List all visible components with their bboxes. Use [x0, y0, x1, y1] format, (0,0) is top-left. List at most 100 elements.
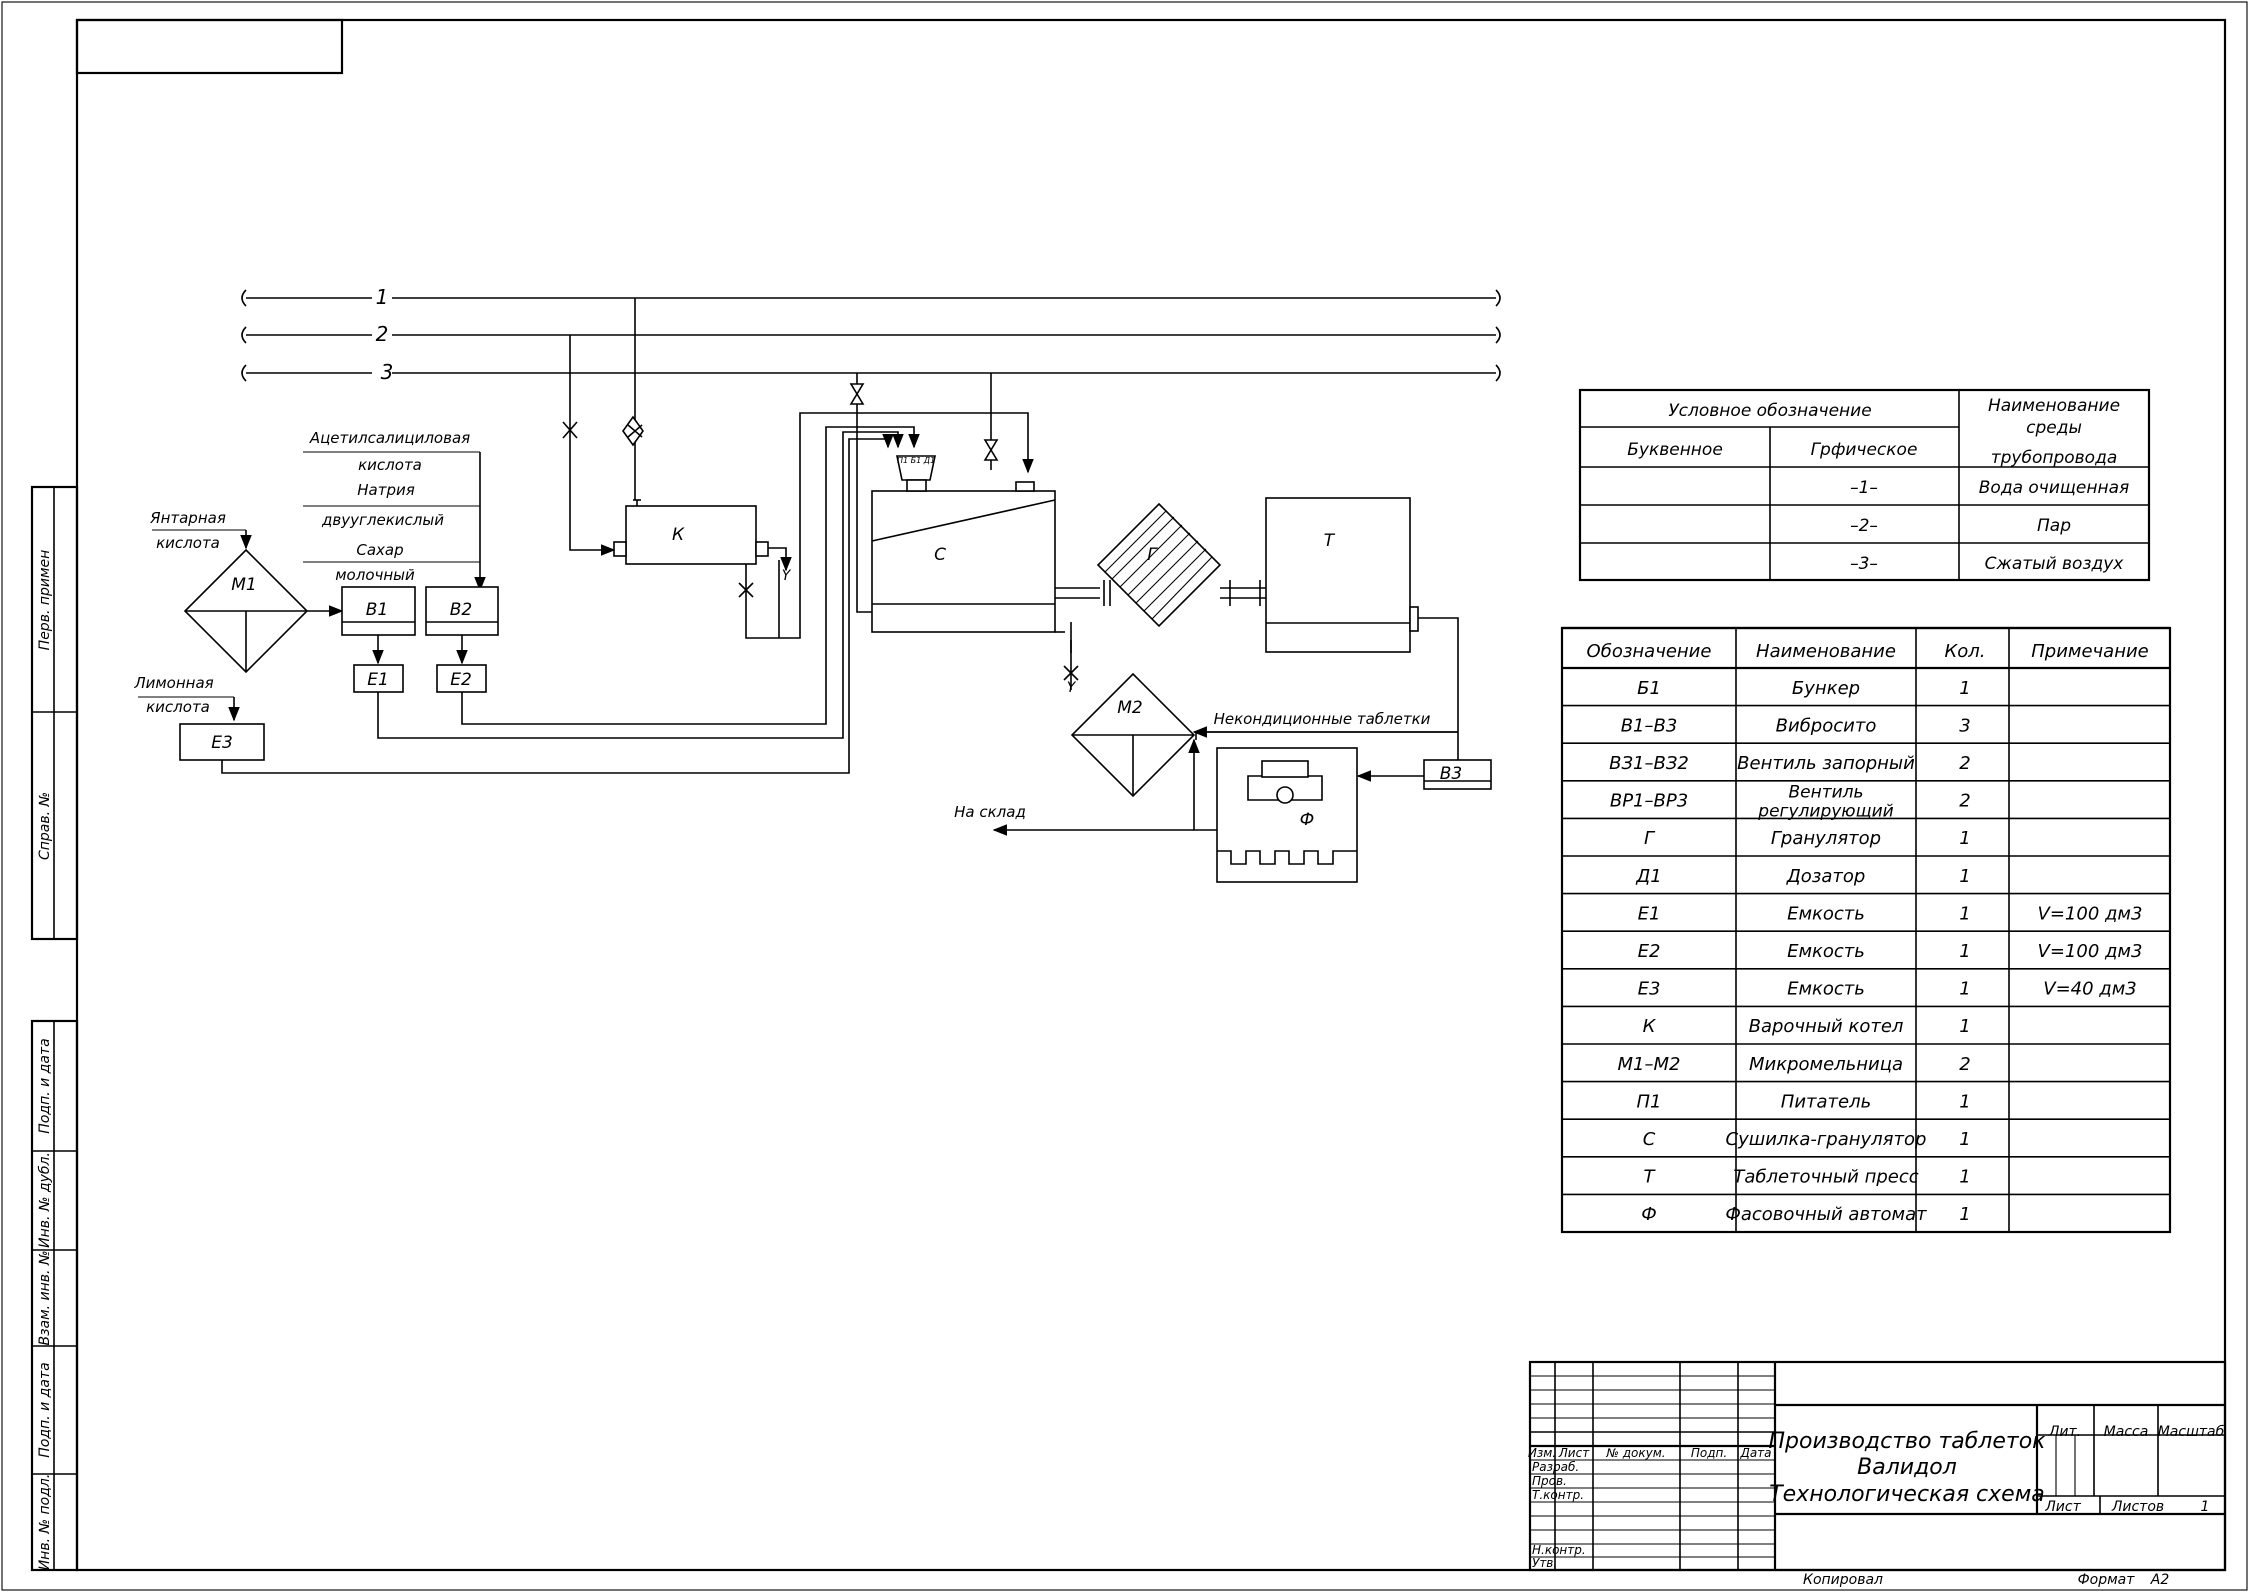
spec-row-code: Е3: [1638, 979, 1661, 1000]
spec-row-name: Вентиль запорный: [1737, 753, 1915, 774]
tb-col-podp: Подп.: [1691, 1446, 1727, 1460]
spec-row-code: К: [1643, 1016, 1657, 1037]
spec-table: Обозначение Наименование Кол. Примечание…: [1560, 626, 2172, 1234]
spec-row-code: Б1: [1637, 678, 1661, 699]
label-amber-acid-1: Янтарная: [149, 509, 226, 527]
label-sugar-1: Сахар: [356, 541, 403, 559]
tb-row-utv: Утв.: [1532, 1556, 1557, 1570]
spec-row-name: Емкость: [1787, 941, 1865, 962]
spec-row-code: ВР1–ВР3: [1610, 791, 1688, 812]
label-b3: В3: [1440, 764, 1462, 784]
pipelines: 1 2 3: [241, 285, 1501, 384]
raw-materials: Янтарная кислота Ацетилсалициловая кисло…: [133, 429, 486, 722]
label-sodium-1: Натрия: [357, 481, 415, 499]
spec-row-qty: 3: [1959, 715, 1970, 736]
label-b1: В1: [366, 600, 388, 620]
drain-y: Y: [1067, 680, 1077, 696]
spec-row-qty: 1: [1959, 979, 1970, 1000]
inner-frame: [75, 18, 2227, 1572]
label-amber-acid-2: кислота: [156, 534, 220, 552]
pipeline-3-label: 3: [381, 360, 394, 384]
spec-row-code: Г: [1644, 828, 1656, 849]
spec-row-qty: 1: [1959, 1091, 1970, 1112]
top-left-box: [75, 18, 344, 75]
spec-row-code: Ф: [1641, 1204, 1657, 1225]
label-f: Ф: [1300, 810, 1315, 830]
label-e3: Е3: [211, 733, 233, 753]
side-vzam-inv: Взам. инв. №: [37, 1250, 53, 1345]
tb-listov: Листов: [2111, 1499, 2164, 1515]
spec-row-qty: 1: [1959, 866, 1970, 887]
packaging-f: Ф На склад: [954, 738, 1358, 883]
spec-row-name: Бункер: [1792, 678, 1860, 699]
spec-row-code: ВЗ1–ВЗ2: [1609, 753, 1689, 774]
spec-row-code: П1: [1637, 1091, 1662, 1112]
tb-format-value: A2: [2150, 1572, 2170, 1588]
spec-row-code: Е1: [1638, 903, 1661, 924]
granulator-g: Г: [1055, 502, 1266, 628]
side-podp-data-1: Подп. и дата: [37, 1038, 53, 1133]
spec-row-name: Емкость: [1787, 979, 1865, 1000]
spec-row-name: Вибросито: [1776, 715, 1877, 736]
tb-lit: Лит.: [2048, 1424, 2081, 1440]
spec-header-qty: Кол.: [1944, 641, 1985, 662]
tb-col-data: Дата: [1739, 1446, 1771, 1460]
spec-row-code: М1–М2: [1618, 1054, 1681, 1075]
spec-row-qty: 1: [1959, 1167, 1970, 1188]
sieves-and-tanks: В1 В2 Е1 Е2 Е3: [179, 426, 920, 774]
label-b2: В2: [450, 600, 472, 620]
micromill-m2: М2: [1070, 672, 1196, 798]
label-aspirin-2: кислота: [358, 456, 422, 474]
spec-row-qty: 1: [1959, 903, 1970, 924]
tb-title-2: Валидол: [1857, 1455, 1957, 1480]
tb-row-nkontr: Н.контр.: [1532, 1543, 1586, 1557]
dryer-c: С П1 Б1 Д1 Y Y: [782, 373, 1079, 696]
tb-format-label: Формат: [2078, 1572, 2136, 1588]
spec-row-name: регулирующий: [1757, 802, 1893, 822]
legend-row-1-name: Вода очищенная: [1979, 478, 2129, 498]
legend-row-2-graphic: –2–: [1850, 516, 1878, 536]
spec-row-code: Т: [1644, 1167, 1657, 1188]
spec-row-qty: 1: [1959, 941, 1970, 962]
title-block: Изм. Лист № докум. Подп. Дата Разраб. Пр…: [1528, 1360, 2227, 1588]
spec-row-qty: 2: [1959, 753, 1970, 774]
spec-row-name: Емкость: [1787, 903, 1865, 924]
spec-row-name: Гранулятор: [1771, 828, 1881, 849]
spec-row-qty: 1: [1959, 1204, 1970, 1225]
tb-massa: Масса: [2104, 1424, 2149, 1440]
spec-row-note: V=100 дм3: [2038, 903, 2143, 924]
label-citric-1: Лимонная: [133, 674, 213, 692]
tb-title-1: Производство таблеток: [1769, 1429, 2047, 1454]
spec-row-note: V=40 дм3: [2043, 979, 2137, 1000]
spec-row-qty: 1: [1959, 828, 1970, 849]
spec-row-qty: 2: [1959, 1054, 1970, 1075]
label-k: К: [672, 525, 685, 545]
legend-row-1-graphic: –1–: [1850, 478, 1878, 498]
side-sprav-no: Справ. №: [37, 792, 53, 860]
legend-row-2-name: Пар: [2037, 516, 2071, 536]
side-inv-dubl: Инв. № дубл.: [37, 1152, 53, 1248]
pipeline-1-label: 1: [376, 285, 389, 309]
label-citric-2: кислота: [146, 698, 210, 716]
side-inv-podl: Инв. № подл.: [37, 1474, 53, 1571]
legend-header-name-1: Наименование: [1988, 396, 2120, 416]
label-m1: М1: [231, 575, 256, 595]
label-t: Т: [1324, 531, 1336, 551]
label-e1: Е1: [367, 670, 389, 690]
spec-row-name: Дозатор: [1786, 866, 1866, 887]
spec-row-qty: 1: [1959, 1016, 1970, 1037]
side-stamp: Перв. примен Справ. № Подп. и дата Инв. …: [30, 485, 79, 1572]
legend-row-3-name: Сжатый воздух: [1985, 554, 2125, 574]
spec-row-code: Е2: [1638, 941, 1661, 962]
tb-row-razrab: Разраб.: [1532, 1460, 1579, 1474]
spec-row-qty: 1: [1959, 678, 1970, 699]
legend-table: Условное обозначение Буквенное Грфическо…: [1578, 388, 2151, 582]
label-m2: М2: [1117, 698, 1142, 718]
tb-title-3: Технологическая схема: [1769, 1482, 2045, 1507]
legend-header-name-2: среды: [2026, 418, 2082, 438]
spec-header-name: Наименование: [1756, 641, 1896, 662]
tb-col-izm: Изм.: [1528, 1446, 1556, 1460]
legend-header-name-3: трубопровода: [1991, 448, 2118, 468]
